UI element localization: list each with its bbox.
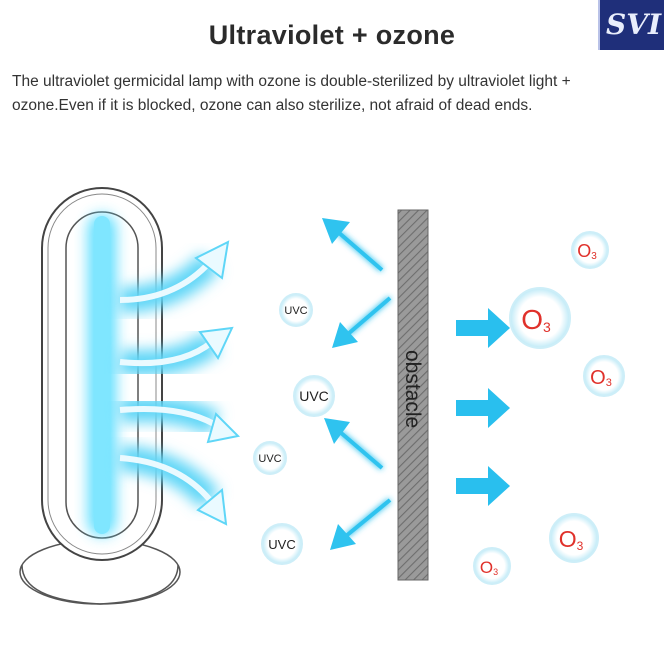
ozone-sub: 3 [591,251,597,262]
sterilization-diagram: UVC UVC UVC UVC [19,187,625,605]
svg-text:O3: O3 [559,526,584,553]
uvc-bubble: UVC [279,293,313,327]
uv-curved-arrow [118,326,234,377]
reflect-arrow [330,498,392,550]
uvc-label: UVC [268,537,295,552]
description-line-1: The ultraviolet germicidal lamp with ozo… [12,73,571,90]
ozone-arrow [456,388,510,428]
uv-curved-arrow [118,395,241,444]
ozone-bubble: O3 [473,547,511,585]
uvc-bubble: UVC [253,441,287,475]
logo-text: SVI [606,8,662,41]
ozone-bubble: O3 [509,287,571,349]
obstacle-wall: obstacle [397,209,429,581]
page-title: Ultraviolet + ozone [208,20,456,50]
ozone-sub: 3 [577,539,584,553]
ozone-arrow [456,466,510,506]
ozone-o: O [521,304,543,335]
ozone-bubble: O3 [583,355,625,397]
uv-emission-arrows [118,240,241,526]
uv-lamp [19,187,181,605]
reflected-uv-arrows [322,218,392,550]
ozone-o: O [590,367,606,389]
obstacle-label: obstacle [401,350,424,428]
reflect-arrow [322,218,384,272]
brand-logo: SVI [598,0,664,50]
uvc-label: UVC [284,305,307,317]
ozone-bubble: O3 [571,231,609,269]
reflect-arrow [324,418,384,470]
svg-text:O3: O3 [577,241,597,262]
ozone-o: O [480,558,493,577]
ozone-sub: 3 [493,567,498,577]
ozone-o: O [559,526,577,552]
uvc-label: UVC [299,388,329,404]
description: The ultraviolet germicidal lamp with ozo… [12,70,662,118]
uv-curved-arrow [119,240,230,313]
reflect-arrow [332,296,392,348]
description-line-2: ozone.Even if it is blocked, ozone can a… [12,97,533,114]
uvc-bubble: UVC [293,375,335,417]
ozone-sub: 3 [543,319,551,335]
ozone-sub: 3 [606,377,612,389]
ozone-arrows [456,308,510,506]
uv-curved-arrow [118,445,228,526]
svg-text:O3: O3 [590,367,612,389]
uvc-label: UVC [258,453,281,465]
svg-text:O3: O3 [480,558,498,577]
ozone-bubble: O3 [549,513,599,563]
ozone-arrow [456,308,510,348]
svg-text:O3: O3 [521,304,551,335]
ozone-o: O [577,241,591,261]
uvc-bubble: UVC [261,523,303,565]
